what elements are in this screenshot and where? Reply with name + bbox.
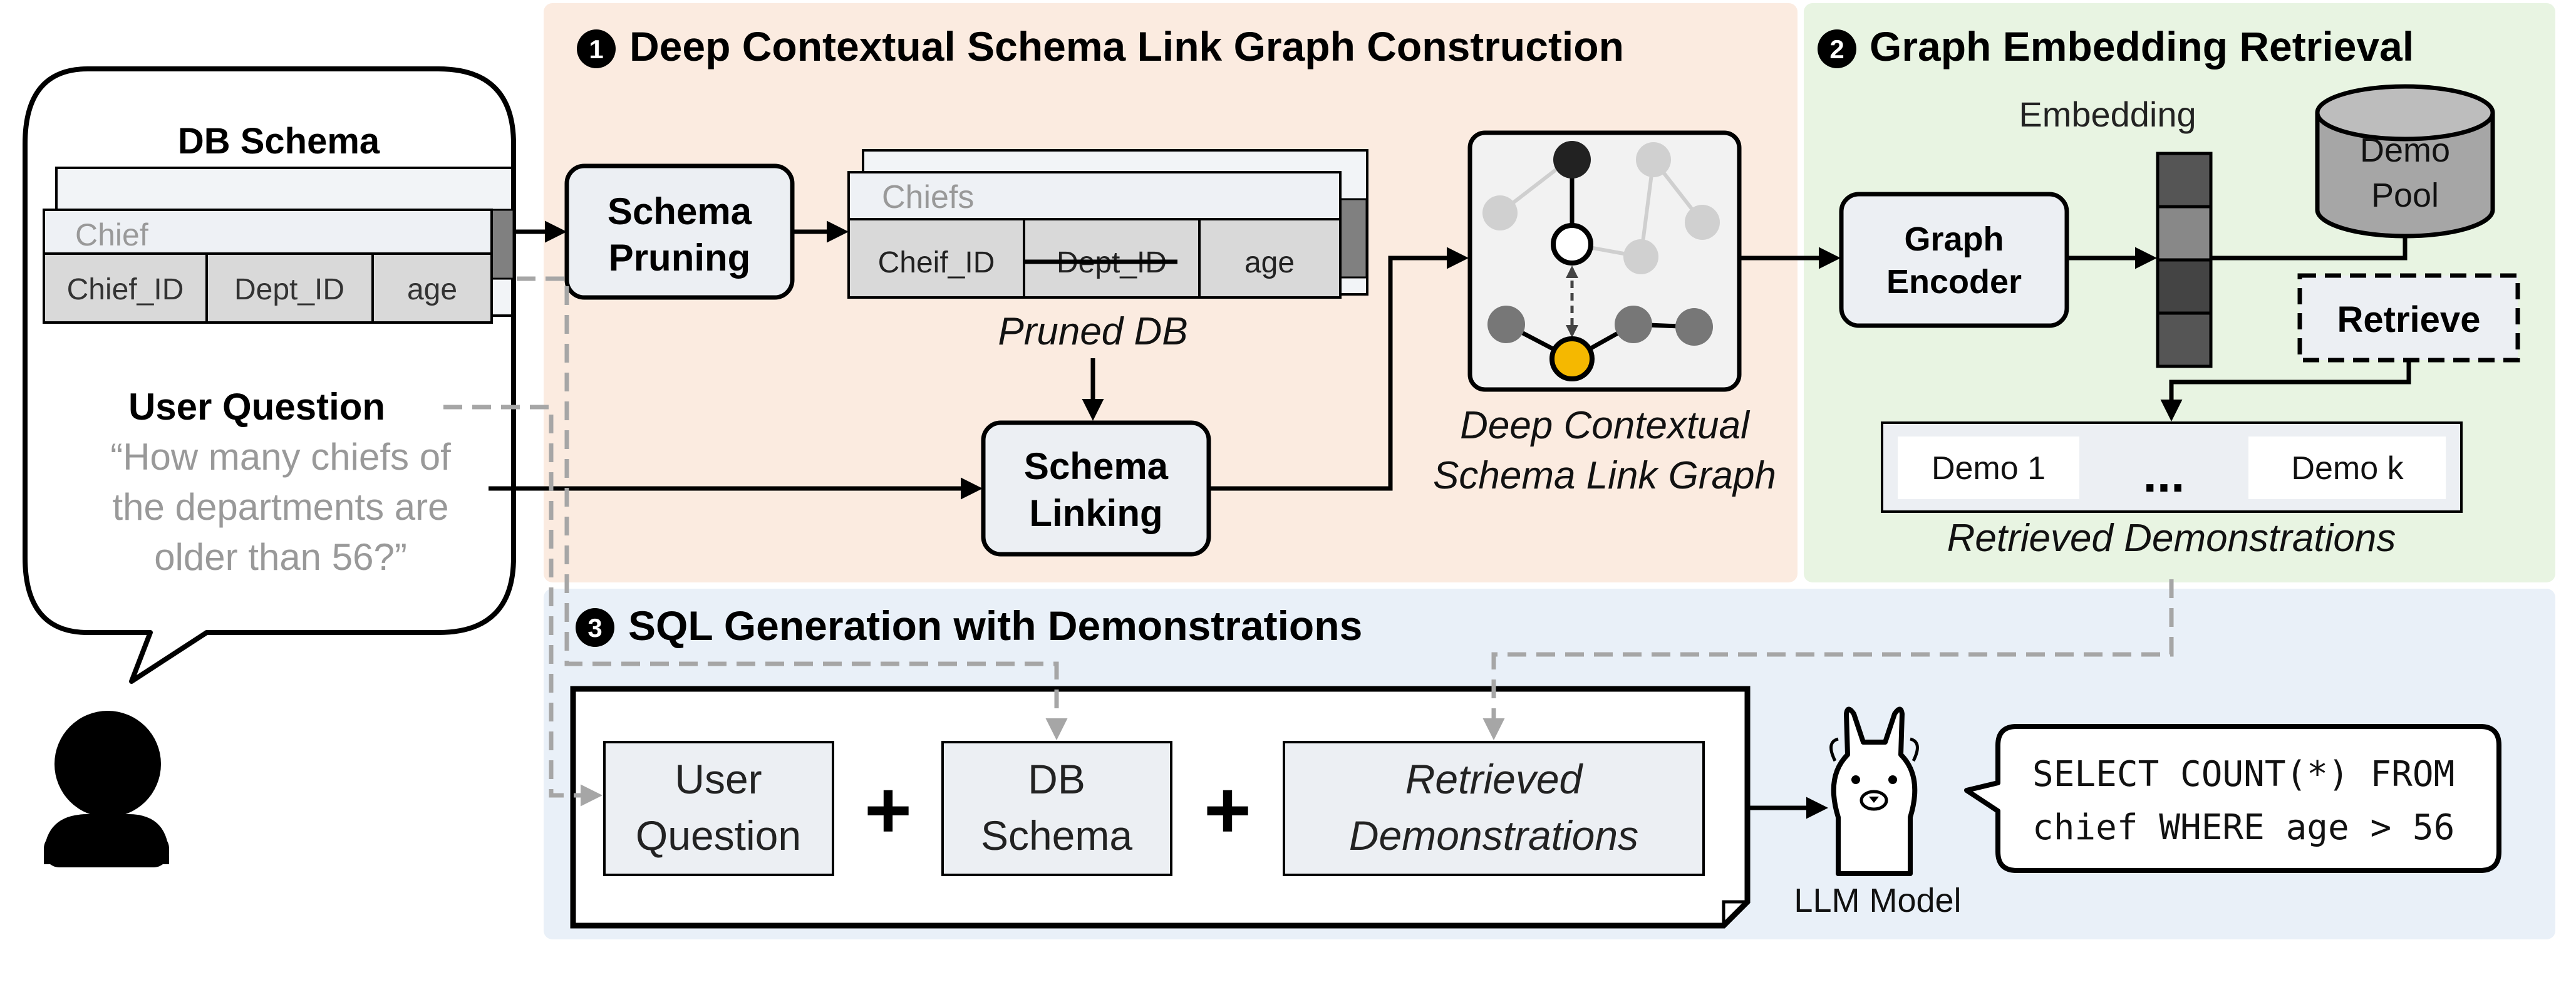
pruned-db-table: Chiefs Cheif_ID Dept_ID age <box>847 149 1368 299</box>
retrieved-demonstrations-caption: Retrieved Demonstrations <box>1947 517 2396 560</box>
section-3-header: 3 SQL Generation with Demonstrations <box>576 602 1362 649</box>
db-schema-title: DB Schema <box>178 121 380 162</box>
prompt-demonstrations-line-1: Retrieved <box>1405 756 1584 802</box>
schema-link-graph-icon <box>1467 130 1742 392</box>
prompt-demonstrations-line-2: Demonstrations <box>1349 812 1638 859</box>
graph-encoder-label-line-1: Graph <box>1904 220 2004 258</box>
user-question-line-3: older than 56?” <box>154 536 407 578</box>
prompt-db-schema-line-1: DB <box>1028 756 1085 802</box>
section-2-header: 2 Graph Embedding Retrieval <box>1818 23 2414 70</box>
retrieve-box <box>2297 273 2520 363</box>
llm-model-label: LLM Model <box>1794 882 1961 919</box>
plus-sign-2: + <box>1204 764 1251 855</box>
demo-item-1: Demo 1 <box>1932 450 2046 487</box>
demo-pool-cylinder <box>2315 84 2495 239</box>
section-3-title: SQL Generation with Demonstrations <box>628 602 1362 649</box>
retrieved-demonstrations-box <box>1881 421 2463 513</box>
schema-pruning-label-line-1: Schema <box>608 190 752 232</box>
focus-node-icon <box>1549 336 1595 381</box>
schema-linking-label-line-2: Linking <box>1029 492 1162 534</box>
embedding-label: Embedding <box>2019 95 2196 134</box>
llama-icon <box>1829 706 1919 876</box>
demo-item-k: Demo k <box>2291 450 2404 487</box>
pruned-db-caption: Pruned DB <box>998 310 1187 353</box>
pruned-table-name: Chiefs <box>882 179 974 215</box>
arrow-retrieve-to-demos <box>2160 360 2411 421</box>
demo-pool-label-line-1: Demo <box>2360 132 2450 169</box>
schema-table-name: Chief <box>75 217 148 252</box>
prompt-user-question-line-2: Question <box>636 812 801 859</box>
user-question-line-2: the departments are <box>113 486 449 528</box>
schema-linking-label-line-1: Schema <box>1024 445 1169 487</box>
user-question-line-1: “How many chiefs of <box>110 436 451 478</box>
schema-linking-box <box>981 420 1211 557</box>
schema-column-3: age <box>407 273 457 306</box>
dashed-arrow-demos-to-prompt <box>1482 579 2174 740</box>
retrieve-label: Retrieve <box>2337 299 2481 340</box>
sql-output-bubble <box>1964 724 2501 873</box>
db-schema-table: Chief Chief_ID Dept_ID age <box>43 167 515 324</box>
graph-caption-line-2: Schema Link Graph <box>1433 454 1776 497</box>
graph-encoder-label-line-2: Encoder <box>1886 263 2022 301</box>
arrow-linking-to-graph <box>1209 247 1469 491</box>
user-avatar-icon <box>44 711 169 867</box>
graph-caption-line-1: Deep Contextual <box>1460 404 1751 447</box>
schema-column-1: Chief_ID <box>67 273 184 306</box>
section-3-number: 3 <box>587 613 602 643</box>
plus-sign-1: + <box>864 764 912 855</box>
dashed-arrow-question-to-prompt <box>443 405 603 807</box>
user-question-title: User Question <box>128 386 385 428</box>
sql-output-line-1: SELECT COUNT(*) FROM <box>2032 754 2454 795</box>
prompt-user-question-line-1: User <box>675 756 762 802</box>
pruned-column-1: Cheif_ID <box>878 246 995 279</box>
section-2-number: 2 <box>1829 34 1844 64</box>
section-1-title: Deep Contextual Schema Link Graph Constr… <box>629 23 1624 70</box>
demo-pool-label-line-2: Pool <box>2371 177 2439 214</box>
graph-encoder-box <box>1839 192 2069 328</box>
embedding-vector-icon <box>2156 152 2213 368</box>
demo-ellipsis: ... <box>2143 447 2185 502</box>
section-2-title: Graph Embedding Retrieval <box>1870 23 2414 70</box>
schema-column-2: Dept_ID <box>234 273 344 306</box>
prompt-db-schema-line-2: Schema <box>981 812 1132 859</box>
pruned-column-3: age <box>1244 246 1295 279</box>
prompt-user-question-box <box>603 741 834 876</box>
prompt-db-schema-box <box>941 741 1172 876</box>
section-1-number: 1 <box>589 34 603 64</box>
prompt-retrieved-demonstrations-box <box>1283 741 1705 876</box>
sql-output-line-2: chief WHERE age > 56 <box>2032 807 2454 848</box>
flow-arrows <box>443 220 2411 819</box>
schema-pruning-label-line-2: Pruning <box>609 237 751 279</box>
line-embedding-to-pool <box>2211 236 2408 261</box>
dashed-arrow-schema-to-prompt <box>517 276 1068 740</box>
section-1-header: 1 Deep Contextual Schema Link Graph Cons… <box>577 23 1624 70</box>
